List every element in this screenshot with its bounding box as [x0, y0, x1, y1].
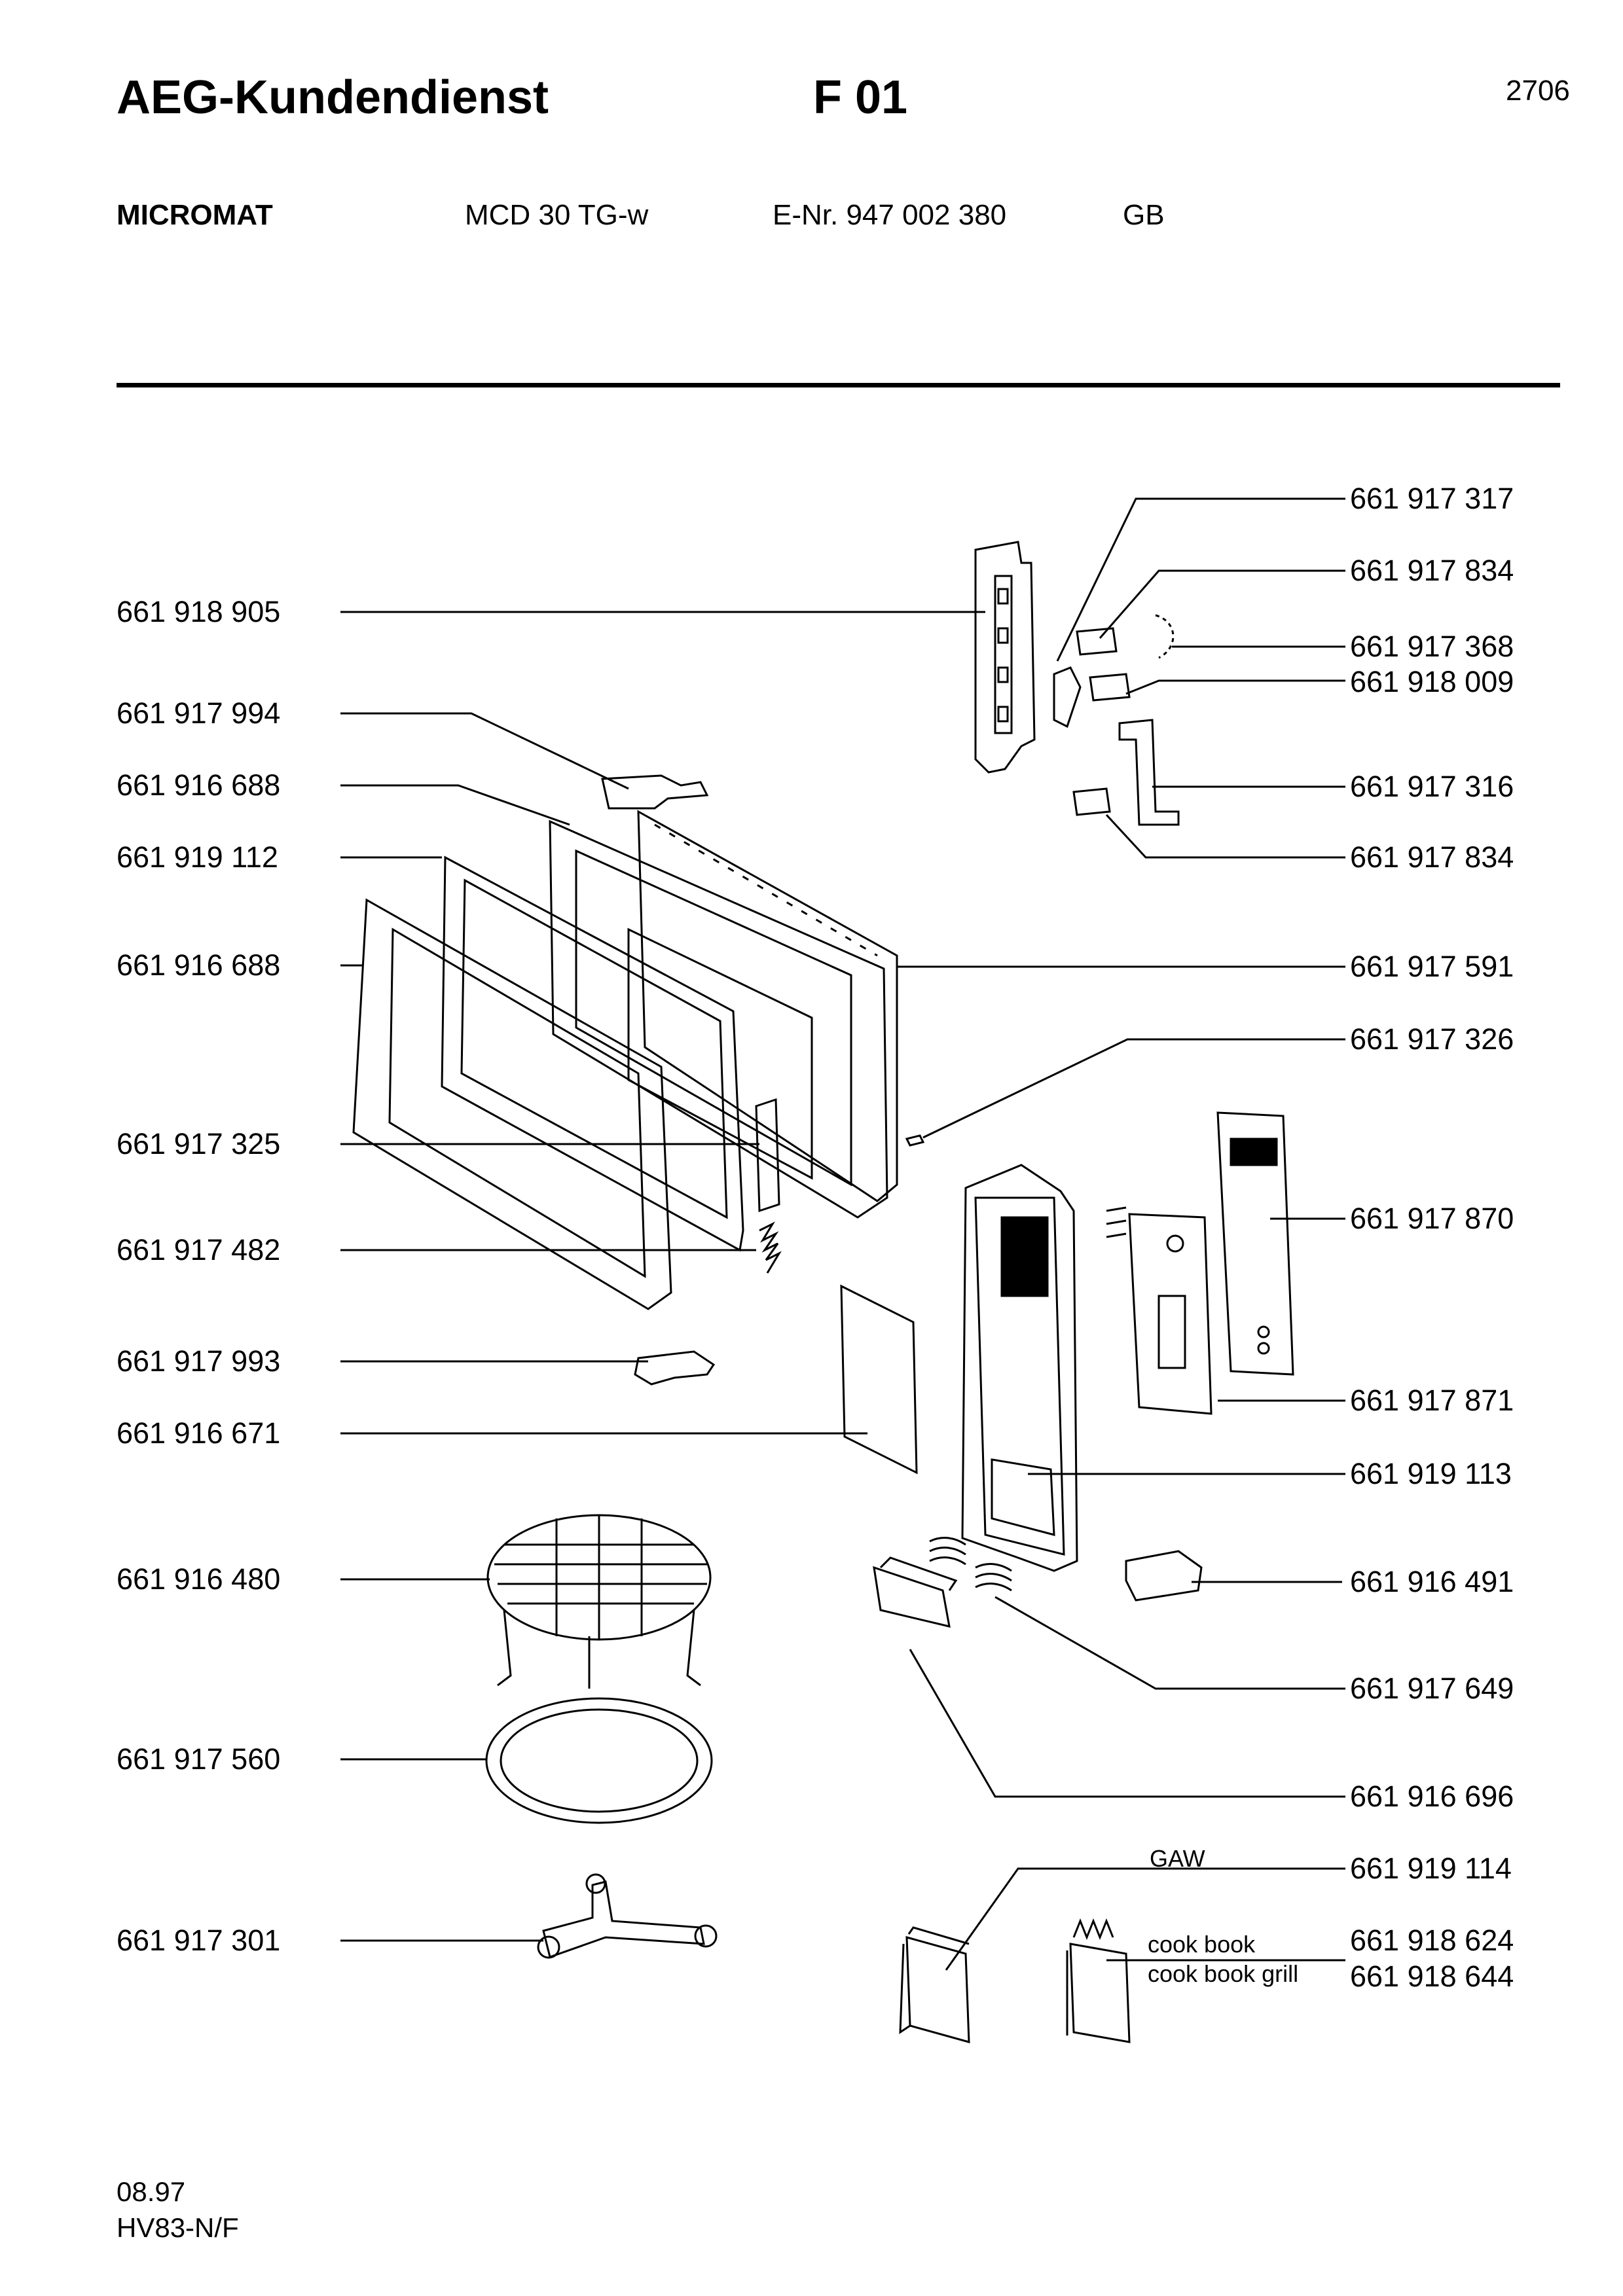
door-outer-frame	[354, 900, 671, 1309]
part-number-right: 661 917 368	[1350, 630, 1514, 663]
part-number-left: 661 919 112	[117, 840, 278, 874]
part-number-right: 661 916 696	[1350, 1780, 1514, 1813]
note-gaw: GAW	[1150, 1845, 1205, 1872]
part-number-left: 661 916 671	[117, 1416, 281, 1450]
brand-title: AEG-Kundendienst	[117, 71, 549, 124]
door-window-frame	[442, 857, 743, 1250]
control-panel-housing	[962, 1165, 1077, 1571]
product-name: MICROMAT	[117, 199, 273, 231]
part-number-left: 661 917 560	[117, 1742, 281, 1776]
latch-clip	[1126, 1551, 1201, 1600]
part-number-right: 661 917 591	[1350, 950, 1514, 983]
country-code: GB	[1123, 199, 1165, 231]
part-number-right: 661 917 326	[1350, 1022, 1514, 1056]
part-number-right: 661 918 009	[1350, 665, 1514, 698]
part-number-left: 661 917 482	[117, 1233, 281, 1266]
part-number-right: 661 918 644	[1350, 1960, 1514, 1993]
leader-right-8	[923, 1039, 1345, 1138]
door-spring	[759, 1224, 779, 1273]
pcb-board-1	[1218, 1113, 1293, 1374]
button-spring-2	[976, 1564, 1012, 1590]
page-number: 2706	[1506, 75, 1570, 107]
leader-left-3	[340, 785, 570, 825]
leader-right-2	[1100, 571, 1345, 638]
cook-book	[1070, 1944, 1129, 2042]
part-number-left: 661 917 993	[117, 1344, 281, 1378]
micro-switch-2	[1077, 628, 1116, 655]
pcb-board-2	[1129, 1214, 1211, 1414]
hinge-lower	[635, 1352, 714, 1384]
mica-cover	[841, 1286, 917, 1473]
part-number-left: 661 917 994	[117, 696, 281, 730]
part-number-right: 661 918 624	[1350, 1924, 1514, 1957]
turntable-plate	[486, 1698, 712, 1823]
part-number-left: 661 917 301	[117, 1924, 281, 1957]
switch-lever	[1120, 720, 1178, 825]
switch-wire	[1156, 615, 1173, 658]
part-number-right: 661 917 317	[1350, 482, 1514, 515]
part-number-right: 661 917 649	[1350, 1672, 1514, 1705]
door-choke-frame	[638, 812, 897, 1201]
micro-switch-4	[1074, 789, 1110, 815]
instruction-booklet	[907, 1937, 969, 2042]
interlock-bracket	[976, 542, 1034, 772]
micro-switch-3	[1090, 674, 1129, 700]
model-type: MCD 30 TG-w	[465, 199, 649, 231]
part-number-left: 661 918 905	[117, 595, 281, 628]
leader-right-15	[946, 1869, 1345, 1970]
part-number-right: 661 917 316	[1350, 770, 1514, 803]
part-number-right: 661 917 834	[1350, 840, 1514, 874]
part-number-right: 661 917 834	[1350, 554, 1514, 587]
part-number-right: 661 919 114	[1350, 1852, 1512, 1885]
leader-right-4	[1126, 681, 1345, 694]
door-inner-panel	[550, 821, 887, 1217]
header-rule	[117, 383, 1560, 387]
screw	[907, 1136, 923, 1145]
part-number-left: 661 916 480	[117, 1562, 281, 1596]
part-number-left: 661 916 688	[117, 768, 281, 802]
button-spring-1	[930, 1538, 966, 1564]
leader-right-6	[1106, 815, 1345, 857]
part-number-left: 661 917 325	[117, 1127, 281, 1160]
e-number: E-Nr. 947 002 380	[773, 199, 1007, 231]
footer-code: HV83-N/F	[117, 2212, 239, 2243]
part-number-right: 661 916 491	[1350, 1565, 1514, 1598]
hinge-upper	[602, 776, 707, 808]
part-number-right: 661 919 113	[1350, 1457, 1512, 1490]
part-number-left: 661 916 688	[117, 948, 281, 982]
footer-date: 08.97	[117, 2176, 186, 2207]
part-number-right: 661 917 870	[1350, 1202, 1514, 1235]
push-button	[874, 1568, 949, 1626]
section-code: F 01	[813, 71, 908, 124]
note-cook-book-grill: cook book grill	[1148, 1960, 1299, 1987]
leader-left-2	[340, 713, 629, 789]
leader-right-1	[1057, 499, 1345, 661]
leader-right-13	[995, 1597, 1345, 1689]
micro-switch-1	[1054, 668, 1080, 726]
note-cook-book: cook book	[1148, 1931, 1256, 1958]
roller-support	[543, 1882, 704, 1957]
leader-right-14	[910, 1649, 1345, 1797]
door-hook	[756, 1100, 779, 1211]
part-number-right: 661 917 871	[1350, 1384, 1514, 1417]
